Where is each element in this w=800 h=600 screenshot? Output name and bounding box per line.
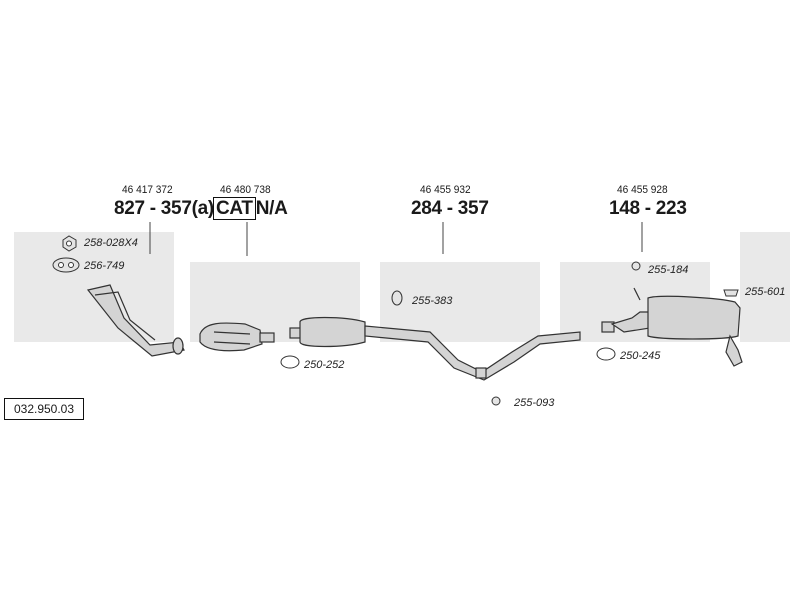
accessory-label-hanger-mid: 255-093 (514, 397, 555, 409)
front-pipe-shape (86, 284, 185, 357)
accessory-label-rubber-rear: 255-184 (648, 264, 689, 276)
accessory-label-gasket: 256-749 (84, 260, 125, 272)
cat-label: CAT (213, 197, 256, 220)
part-number-3: 284 - 357 (411, 198, 489, 219)
rubber-front-icon (391, 290, 403, 306)
part-number-4: 148 - 223 (609, 198, 687, 219)
clamp-rear-icon (596, 347, 616, 361)
watermark-block-3 (380, 262, 540, 342)
gasket-icon (52, 257, 80, 273)
middle-pipe-shape (289, 316, 581, 381)
hanger-rear-icon (723, 289, 739, 297)
clamp-front-icon (280, 355, 300, 369)
watermark-block-1 (14, 232, 174, 342)
accessory-label-hanger-rear: 255-601 (745, 286, 786, 298)
rear-silencer-shape (601, 287, 743, 367)
part-number-1: 827 - 357(a) (114, 198, 214, 219)
hanger-mid-icon (491, 396, 501, 406)
cat-suffix: N/A (255, 198, 288, 219)
accessory-label-clamp-front: 250-252 (304, 359, 345, 371)
accessory-label-nut: 258-028X4 (84, 237, 138, 249)
accessory-label-rubber-front: 255-383 (412, 295, 453, 307)
catalytic-converter-shape (199, 322, 275, 352)
rubber-rear-icon (631, 261, 641, 271)
diagram-reference-number: 032.950.03 (4, 398, 84, 420)
oe-number-3: 46 455 932 (420, 184, 471, 196)
watermark-block-5 (740, 232, 790, 342)
oe-number-4: 46 455 928 (617, 184, 668, 196)
nut-hole (66, 240, 72, 247)
oe-number-2: 46 480 738 (220, 184, 271, 196)
accessory-label-clamp-rear: 250-245 (620, 350, 661, 362)
oe-number-1: 46 417 372 (122, 184, 173, 196)
